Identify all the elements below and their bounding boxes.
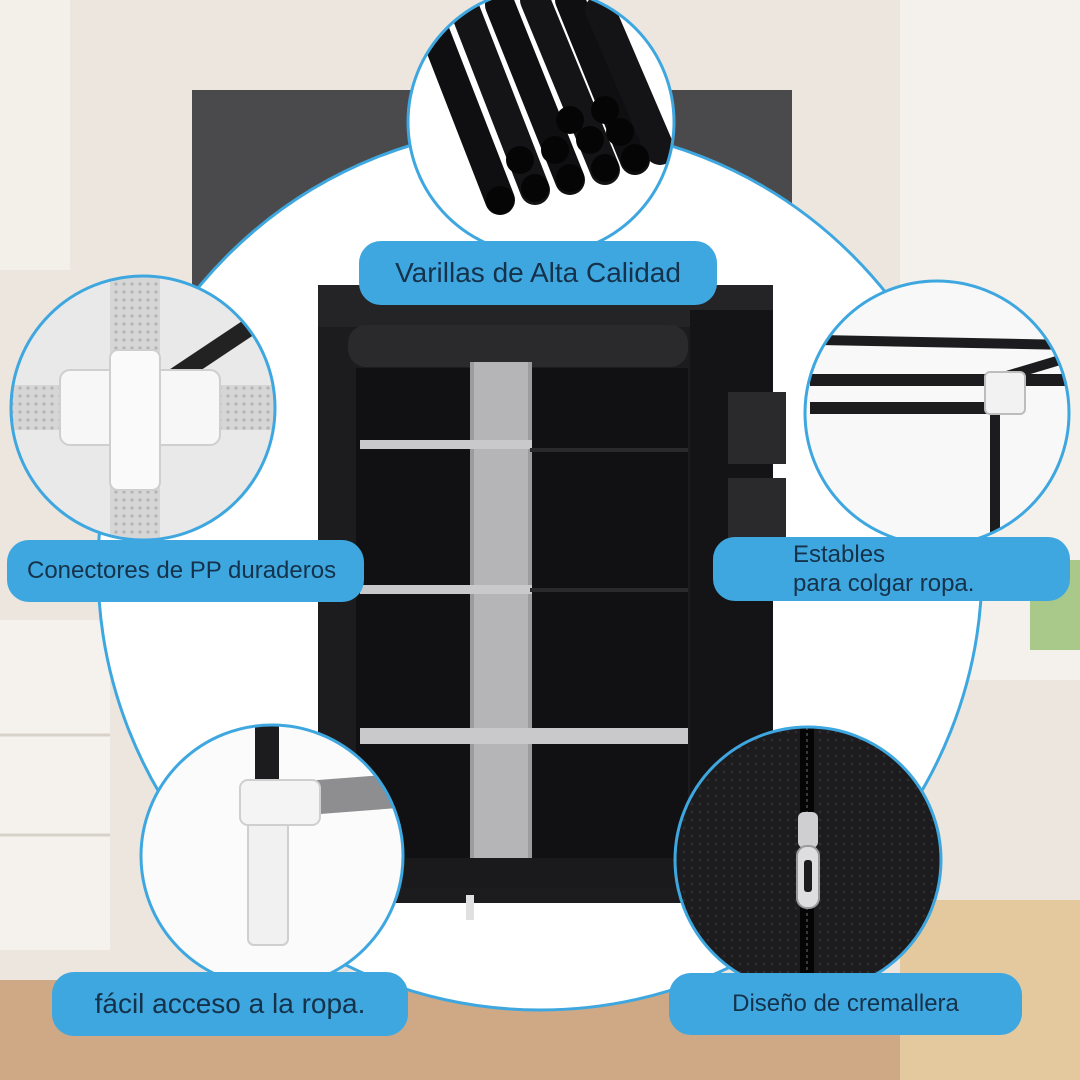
frame-leg-detail-image: [139, 723, 405, 989]
label-hanging-line2: para colgar ropa.: [793, 569, 975, 597]
wardrobe-image: [318, 285, 786, 920]
zipper-detail-image: [673, 725, 943, 995]
label-rods: Varillas de Alta Calidad: [359, 241, 717, 305]
label-connectors: Conectores de PP duraderos: [7, 540, 364, 602]
label-access: fácil acceso a la ropa.: [52, 972, 408, 1036]
label-connectors-text: Conectores de PP duraderos: [27, 556, 337, 584]
label-zipper: Diseño de cremallera: [669, 973, 1022, 1035]
hanging-rail-detail-image: [803, 279, 1071, 547]
label-hanging: Estables para colgar ropa.: [713, 537, 1070, 601]
label-hanging-line1: Estables: [793, 541, 886, 568]
label-rods-text: Varillas de Alta Calidad: [395, 257, 681, 289]
connector-detail-image: [9, 274, 277, 542]
label-access-text: fácil acceso a la ropa.: [94, 988, 366, 1020]
rods-detail-image: [406, 0, 676, 257]
label-zipper-text: Diseño de cremallera: [732, 989, 959, 1017]
